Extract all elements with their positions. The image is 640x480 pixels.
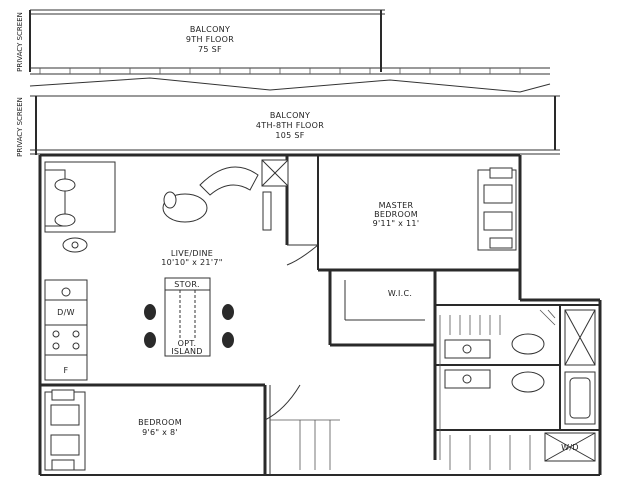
balcony-lower-area: 105 SF	[275, 131, 304, 140]
wic-label: W.I.C.	[388, 289, 412, 298]
island-label-line2: ISLAND	[171, 347, 203, 356]
master-bedroom: MASTER BEDROOM 9'11" x 11' W.I.C.	[373, 167, 517, 298]
balcony-top-floor: 9TH FLOOR	[186, 35, 234, 44]
privacy-screen-top-label: PRIVACY SCREEN	[16, 12, 24, 72]
bedroom-name: BEDROOM	[138, 418, 182, 427]
bedroom-dims: 9'6" x 8'	[142, 428, 178, 437]
balcony-4th-8th-floor: BALCONY 4TH-8TH FLOOR 105 SF PRIVACY SCR…	[16, 77, 560, 157]
bathrooms	[439, 309, 596, 460]
master-bedroom-dims: 9'11" x 11'	[373, 219, 420, 228]
dishwasher-label: D/W	[57, 308, 75, 317]
island-label-line1: OPT.	[178, 339, 197, 348]
balcony-9th-floor: BALCONY 9TH FLOOR 75 SF PRIVACY SCREEN	[16, 9, 550, 75]
privacy-screen-lower-label: PRIVACY SCREEN	[16, 97, 24, 157]
balcony-lower-floor: 4TH-8TH FLOOR	[256, 121, 324, 130]
balcony-top-name: BALCONY	[190, 25, 230, 34]
balcony-lower-name: BALCONY	[270, 111, 310, 120]
storage-label: STOR.	[174, 280, 200, 289]
live-dine-dims: 10'10" x 21'7"	[161, 258, 222, 267]
bedroom: BEDROOM 9'6" x 8'	[44, 389, 182, 471]
unit-walls	[38, 153, 602, 476]
live-dine-name: LIVE/DINE	[171, 249, 213, 258]
balcony-top-area: 75 SF	[198, 45, 222, 54]
washer-dryer-label: W/D	[561, 443, 579, 452]
laundry: W/D	[449, 432, 596, 470]
fridge-label: F	[64, 366, 69, 375]
living-furniture	[44, 159, 289, 253]
kitchen: D/W F STOR. OPT. ISLAND LIVE/DINE 10'10"…	[44, 249, 234, 381]
master-bedroom-name-2: BEDROOM	[374, 210, 418, 219]
master-bedroom-name-1: MASTER	[379, 201, 414, 210]
